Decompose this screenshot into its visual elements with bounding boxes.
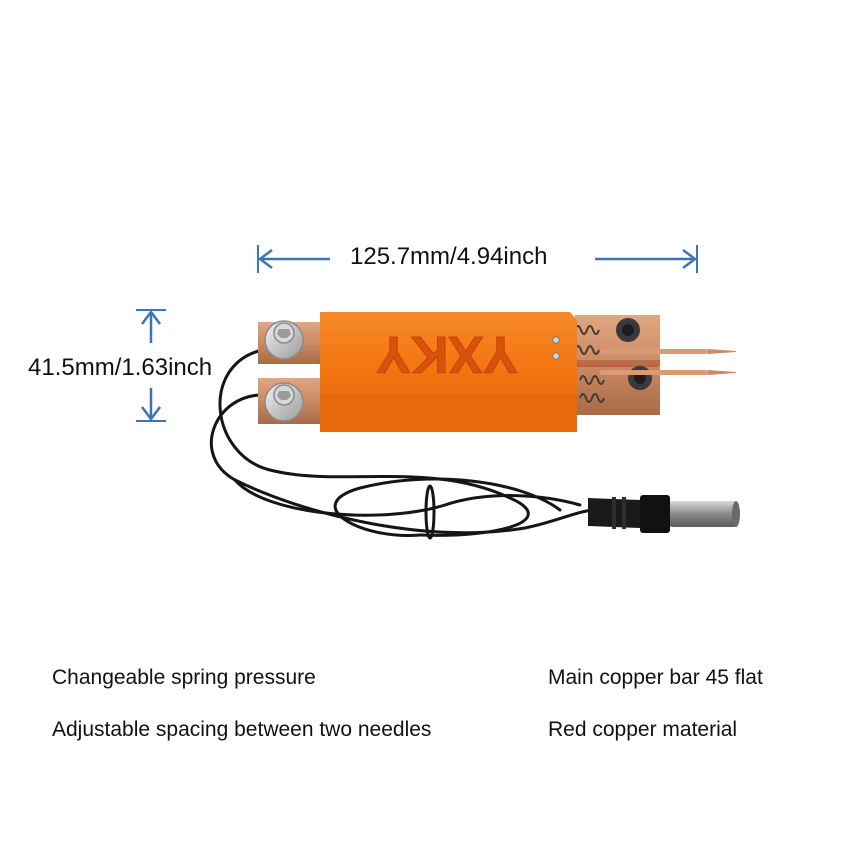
power-cable bbox=[209, 348, 594, 540]
welding-needles bbox=[600, 349, 736, 375]
height-dimension-arrow bbox=[136, 309, 166, 422]
width-dimension-arrow bbox=[257, 245, 698, 273]
feature-copper-bar: Main copper bar 45 flat bbox=[548, 666, 763, 689]
brand-logo: YXKY bbox=[376, 325, 518, 383]
orange-handle-body bbox=[320, 312, 577, 432]
width-dimension-label: 125.7mm/4.94inch bbox=[346, 243, 552, 271]
right-copper-block bbox=[575, 315, 660, 415]
feature-red-copper: Red copper material bbox=[548, 718, 738, 741]
feature-spring-pressure: Changeable spring pressure bbox=[52, 666, 316, 689]
dc-plug bbox=[588, 495, 740, 533]
left-copper-terminals bbox=[258, 320, 328, 424]
springs bbox=[574, 325, 605, 403]
feature-needle-spacing: Adjustable spacing between two needles bbox=[52, 718, 432, 741]
height-dimension-label: 41.5mm/1.63inch bbox=[28, 354, 213, 382]
